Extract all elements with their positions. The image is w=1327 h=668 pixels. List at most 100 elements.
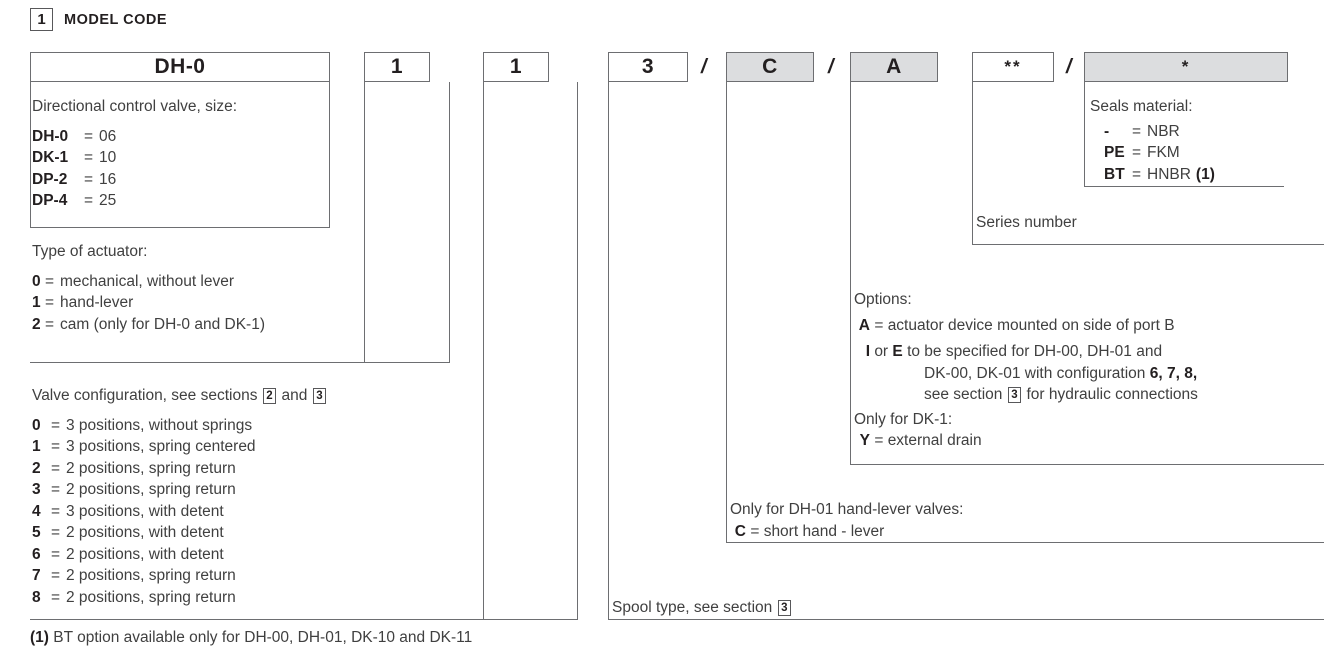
equals-sign: = [1132, 144, 1142, 161]
option-y-key: Y [859, 432, 870, 449]
section-ref-3-icon[interactable]: 3 [312, 388, 327, 404]
config-value: 2 positions, spring return [66, 459, 236, 477]
valve-configuration-heading: Valve configuration, see sections 2 and … [32, 385, 327, 407]
valve-configuration-row: 2 = 2 positions, spring return [32, 458, 327, 480]
actuator-key: 2 [32, 315, 41, 333]
seals-material-row: - = NBR [1090, 121, 1215, 143]
equals-sign: = [84, 192, 94, 209]
equals-sign: = [874, 432, 884, 449]
code-box-series-number[interactable]: ** [972, 52, 1054, 82]
valve-configuration-heading-mid: and [281, 387, 308, 404]
valve-size-heading: Directional control valve, size: [32, 98, 238, 115]
footnote-text: BT option available only for DH-00, DH-0… [53, 629, 473, 646]
equals-sign: = [1132, 122, 1142, 140]
config-key: 0 [32, 416, 41, 434]
config-value: 2 positions, spring return [66, 481, 236, 498]
seal-key: - [1104, 122, 1110, 140]
separator-slash-1: / [701, 56, 707, 78]
valve-size-row: DP-4 = 25 [32, 190, 237, 212]
option-a-value: actuator device mounted on side of port … [887, 316, 1175, 334]
valve-size-value: 16 [99, 170, 117, 188]
config-key: 3 [32, 481, 41, 498]
bracket-line-series [972, 82, 974, 245]
valve-configuration-row: 3 = 2 positions, spring return [32, 479, 327, 501]
equals-sign: = [51, 459, 61, 477]
option-e-key: E [892, 343, 903, 360]
config-value: 2 positions, spring return [66, 588, 236, 606]
equals-sign: = [84, 170, 94, 188]
code-box-options[interactable]: A [850, 52, 938, 82]
equals-sign: = [45, 315, 55, 333]
config-key: 6 [32, 545, 41, 563]
code-box-configuration-digit[interactable]: 1 [483, 52, 549, 82]
code-box-seals-material[interactable]: * [1084, 52, 1288, 82]
bracket-line-actuator-right [449, 82, 451, 363]
seal-footnote-ref: (1) [1195, 165, 1215, 183]
seal-value: NBR [1147, 122, 1180, 140]
separator-slash-2: / [828, 56, 834, 78]
code-box-actuator-digit[interactable]: 1 [364, 52, 430, 82]
block-valve-configuration: Valve configuration, see sections 2 and … [32, 385, 327, 608]
seal-key: PE [1104, 144, 1125, 161]
config-value: 2 positions, with detent [66, 524, 224, 541]
section-ref-2-icon[interactable]: 2 [262, 388, 277, 404]
equals-sign: = [51, 524, 61, 541]
code-box-spool-type[interactable]: 3 [608, 52, 688, 82]
actuator-key: 0 [32, 272, 41, 290]
options-heading: Options: [854, 291, 912, 308]
section-header: 1 MODEL CODE [30, 8, 167, 31]
actuator-key: 1 [32, 294, 41, 311]
equals-sign: = [51, 416, 61, 434]
valve-configuration-row: 0 = 3 positions, without springs [32, 415, 327, 437]
valve-configuration-row: 6 = 2 positions, with detent [32, 544, 327, 566]
equals-sign: = [51, 438, 61, 455]
bracket-line-actuator [364, 82, 366, 363]
actuator-value: hand-lever [60, 294, 134, 311]
valve-configuration-row: 8 = 2 positions, spring return [32, 587, 327, 609]
series-number-text: Series number [976, 214, 1077, 231]
seals-material-heading: Seals material: [1090, 98, 1193, 115]
block-actuator-type: Type of actuator: 0 = mechanical, withou… [32, 241, 265, 335]
code-box-model-prefix[interactable]: DH-0 [30, 52, 330, 82]
config-key: 4 [32, 502, 41, 520]
section-ref-3-icon[interactable]: 3 [777, 600, 791, 616]
option-ie-line-1: to be specified for DH-00, DH-01 and [907, 343, 1163, 360]
block-seals-material: Seals material: - = NBR PE = FKM BT = HN… [1090, 96, 1215, 185]
options-row-y: Y = external drain [854, 430, 1198, 452]
config-value: 3 positions, spring centered [66, 438, 256, 455]
option-a-key: A [858, 316, 870, 334]
config-value: 3 positions, with detent [66, 502, 224, 520]
valve-configuration-heading-text: Valve configuration, see sections [32, 387, 258, 404]
option-ie-line-2-text: DK-00, DK-01 with configuration [924, 364, 1146, 382]
lever-option-value: short hand - lever [763, 522, 885, 540]
config-value: 2 positions, with detent [66, 545, 224, 563]
bracket-line-model-prefix-right [329, 82, 331, 228]
spool-type-line: Spool type, see section 3 [612, 597, 792, 619]
bracket-rule-series [972, 244, 1324, 246]
actuator-type-heading: Type of actuator: [32, 243, 148, 260]
actuator-type-row: 2 = cam (only for DH-0 and DK-1) [32, 314, 265, 336]
valve-size-row: DP-2 = 16 [32, 169, 237, 191]
valve-size-value: 25 [99, 192, 117, 209]
bracket-line-configuration [483, 82, 485, 620]
code-box-lever-option[interactable]: C [726, 52, 814, 82]
block-valve-size: Directional control valve, size: DH-0 = … [32, 96, 237, 212]
bracket-rule-seals [1084, 186, 1284, 188]
config-key: 1 [32, 438, 41, 455]
equals-sign: = [45, 294, 55, 311]
actuator-type-row: 0 = mechanical, without lever [32, 271, 265, 293]
bracket-line-model-prefix [30, 82, 32, 228]
seal-value: HNBR [1147, 165, 1191, 183]
seals-material-row: PE = FKM [1090, 142, 1215, 164]
options-row-ie-line2: DK-00, DK-01 with configuration 6, 7, 8, [854, 363, 1198, 385]
lever-option-heading: Only for DH-01 hand-lever valves: [730, 501, 964, 518]
option-y-value: external drain [887, 432, 982, 449]
equals-sign: = [750, 522, 760, 540]
section-ref-3-icon[interactable]: 3 [1007, 387, 1022, 403]
seal-key: BT [1104, 165, 1125, 183]
lever-option-row: C = short hand - lever [730, 521, 963, 543]
option-ie-configs: 6, 7, 8, [1149, 364, 1198, 382]
valve-configuration-row: 1 = 3 positions, spring centered [32, 436, 327, 458]
options-dk1-heading: Only for DK-1: [854, 410, 953, 428]
